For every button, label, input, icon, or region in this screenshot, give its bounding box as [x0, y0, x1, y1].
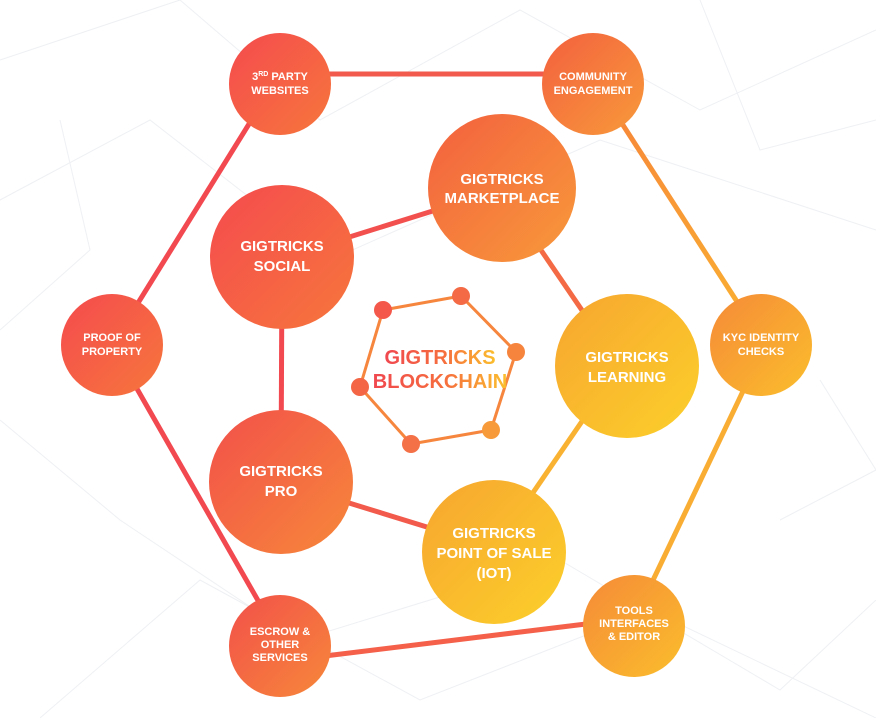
- node-pos-label: GIGTRICKS POINT OF SALE (IOT): [436, 525, 551, 582]
- node-escrow-label: ESCROW & OTHER SERVICES: [250, 626, 311, 664]
- proof-line2: PROPERTY: [82, 346, 143, 358]
- core-vertex: [402, 435, 420, 453]
- node-community-label: COMMUNITY ENGAGEMENT: [554, 71, 633, 97]
- third-party-line2: WEBSITES: [251, 85, 308, 97]
- node-pos[interactable]: GIGTRICKS POINT OF SALE (IOT): [422, 480, 566, 624]
- tools-line1: TOOLS: [615, 605, 653, 617]
- core-vertex: [351, 378, 369, 396]
- escrow-line1: ESCROW &: [250, 626, 311, 638]
- node-third-party[interactable]: 3RD PARTY WEBSITES: [229, 33, 331, 135]
- node-kyc[interactable]: KYC IDENTITY CHECKS: [710, 294, 812, 396]
- pos-line3: (IOT): [477, 565, 512, 582]
- tools-line2: INTERFACES: [599, 618, 669, 630]
- kyc-line1: KYC IDENTITY: [723, 332, 800, 344]
- social-line1: GIGTRICKS: [240, 238, 323, 255]
- community-line1: COMMUNITY: [559, 71, 627, 83]
- third-party-number: 3: [252, 71, 258, 83]
- proof-line1: PROOF OF: [83, 332, 141, 344]
- node-tools-label: TOOLS INTERFACES & EDITOR: [599, 605, 669, 643]
- social-line2: SOCIAL: [254, 258, 311, 275]
- pro-line2: PRO: [265, 483, 298, 500]
- node-community[interactable]: COMMUNITY ENGAGEMENT: [542, 33, 644, 135]
- node-escrow[interactable]: ESCROW & OTHER SERVICES: [229, 595, 331, 697]
- svg-text:3RD PARTY: 3RD PARTY: [252, 71, 308, 83]
- core-label-line2: BLOCKCHAIN: [373, 371, 507, 393]
- node-tools[interactable]: TOOLS INTERFACES & EDITOR: [583, 575, 685, 677]
- learning-line1: GIGTRICKS: [585, 349, 668, 366]
- community-line2: ENGAGEMENT: [554, 85, 633, 97]
- pos-line1: GIGTRICKS: [452, 525, 535, 542]
- learning-line2: LEARNING: [588, 369, 666, 386]
- node-social-label: GIGTRICKS SOCIAL: [240, 238, 323, 275]
- core-vertex: [374, 301, 392, 319]
- node-proof[interactable]: PROOF OF PROPERTY: [61, 294, 163, 396]
- escrow-line2: OTHER: [261, 639, 300, 651]
- marketplace-line2: MARKETPLACE: [445, 190, 560, 207]
- marketplace-line1: GIGTRICKS: [460, 171, 543, 188]
- tools-line3: & EDITOR: [608, 631, 660, 643]
- node-kyc-label: KYC IDENTITY CHECKS: [723, 332, 800, 358]
- escrow-line3: SERVICES: [252, 652, 307, 664]
- node-third-party-label: 3RD PARTY WEBSITES: [251, 71, 308, 97]
- node-pro-label: GIGTRICKS PRO: [239, 463, 322, 500]
- core-label: GIGTRICKS BLOCKCHAIN: [373, 347, 507, 393]
- core-vertex: [507, 343, 525, 361]
- pos-line2: POINT OF SALE: [436, 545, 551, 562]
- core-label-line1: GIGTRICKS: [384, 347, 495, 369]
- node-social[interactable]: GIGTRICKS SOCIAL: [210, 185, 354, 329]
- pro-line1: GIGTRICKS: [239, 463, 322, 480]
- core-heptagon: [351, 287, 525, 453]
- third-party-superscript: RD: [258, 71, 268, 78]
- core-vertex: [452, 287, 470, 305]
- node-learning-label: GIGTRICKS LEARNING: [585, 349, 668, 386]
- node-marketplace[interactable]: GIGTRICKS MARKETPLACE: [428, 114, 576, 262]
- node-pro[interactable]: GIGTRICKS PRO: [209, 410, 353, 554]
- third-party-word: PARTY: [268, 71, 308, 83]
- node-learning[interactable]: GIGTRICKS LEARNING: [555, 294, 699, 438]
- node-marketplace-label: GIGTRICKS MARKETPLACE: [445, 171, 560, 207]
- core-vertex: [482, 421, 500, 439]
- node-proof-label: PROOF OF PROPERTY: [82, 332, 143, 358]
- kyc-line2: CHECKS: [738, 346, 784, 358]
